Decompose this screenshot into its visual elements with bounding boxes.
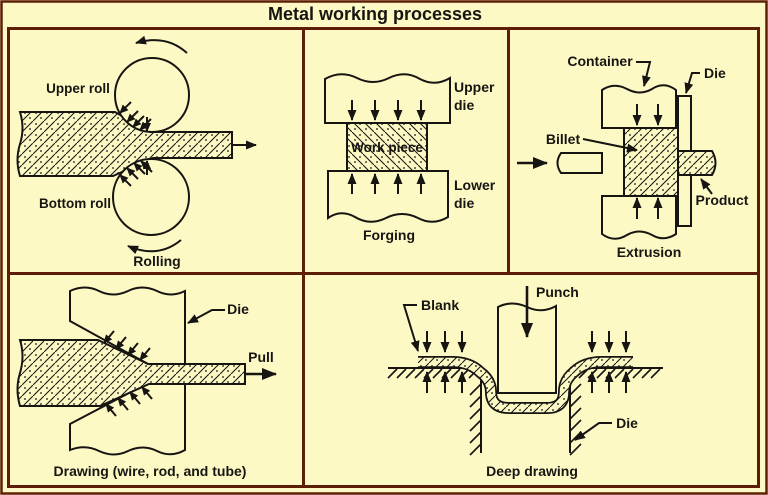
label-die-deep: Die [616, 415, 638, 431]
product-leader-arrow [700, 178, 713, 195]
label-bottom-roll: Bottom roll [39, 196, 111, 211]
die-leader-arrow [684, 72, 700, 94]
forging-press-arrows [347, 100, 426, 194]
drawing-workpiece [16, 339, 246, 407]
label-work-piece: Work piece [351, 140, 423, 155]
deep-blank-sheet [418, 356, 633, 414]
label-container: Container [567, 53, 633, 69]
drawing-press-arrows [103, 330, 153, 417]
bottom-roll-rotation-arrow [127, 239, 182, 255]
container-lower-block [601, 195, 677, 240]
upper-roll [114, 57, 190, 133]
label-upper-die-2: die [454, 97, 474, 113]
lower-die [327, 170, 449, 223]
label-upper-roll: Upper roll [46, 81, 110, 96]
label-upper-die-1: Upper [454, 79, 495, 95]
roll-pressure-arrows [119, 101, 153, 187]
container-leader-arrow [636, 61, 652, 87]
caption-deep-drawing: Deep drawing [486, 463, 578, 479]
panel-rolling: Upper roll Bottom roll Rolling [16, 35, 257, 269]
label-product: Product [696, 192, 749, 208]
bottom-roll [112, 158, 190, 236]
caption-extrusion: Extrusion [617, 244, 682, 260]
caption-rolling: Rolling [133, 253, 180, 269]
extrusion-product [677, 150, 717, 176]
label-punch: Punch [536, 284, 579, 300]
label-blank: Blank [421, 297, 459, 313]
caption-drawing: Drawing (wire, rod, and tube) [54, 463, 247, 479]
deep-die-leader-arrow [574, 422, 612, 441]
extrusion-ram [556, 152, 603, 174]
label-die-drawing: Die [227, 301, 249, 317]
blank-holder-arrows [422, 331, 631, 393]
drawing-die [69, 286, 186, 456]
panel-forging: Work piece Upper die Lower die Forging [324, 73, 496, 243]
drawing-die-leader-arrow [187, 309, 225, 324]
forging-workpiece [346, 122, 428, 172]
panel-extrusion: Container Die Billet Product Extrusion [517, 53, 749, 260]
label-billet: Billet [546, 131, 581, 147]
extrusion-billet [623, 127, 679, 197]
blank-leader-arrow [402, 304, 420, 352]
panel-drawing: Die Pull Drawing (wire, rod, and tube) [16, 286, 277, 479]
label-lower-die-1: Lower [454, 177, 496, 193]
upper-roll-rotation-arrow [135, 35, 188, 54]
panel-deep-drawing: Blank Punch Die Deep drawing [387, 284, 663, 479]
label-die-extrusion: Die [704, 65, 726, 81]
container-upper-block [601, 84, 677, 129]
label-pull: Pull [248, 349, 274, 365]
billet-leader-arrow [582, 138, 638, 153]
page-title: Metal working processes [268, 4, 482, 24]
caption-forging: Forging [363, 227, 415, 243]
label-lower-die-2: die [454, 195, 474, 211]
panel-grid [7, 27, 760, 488]
extrusion-press-arrows [632, 104, 663, 219]
rolling-workpiece [16, 111, 233, 177]
